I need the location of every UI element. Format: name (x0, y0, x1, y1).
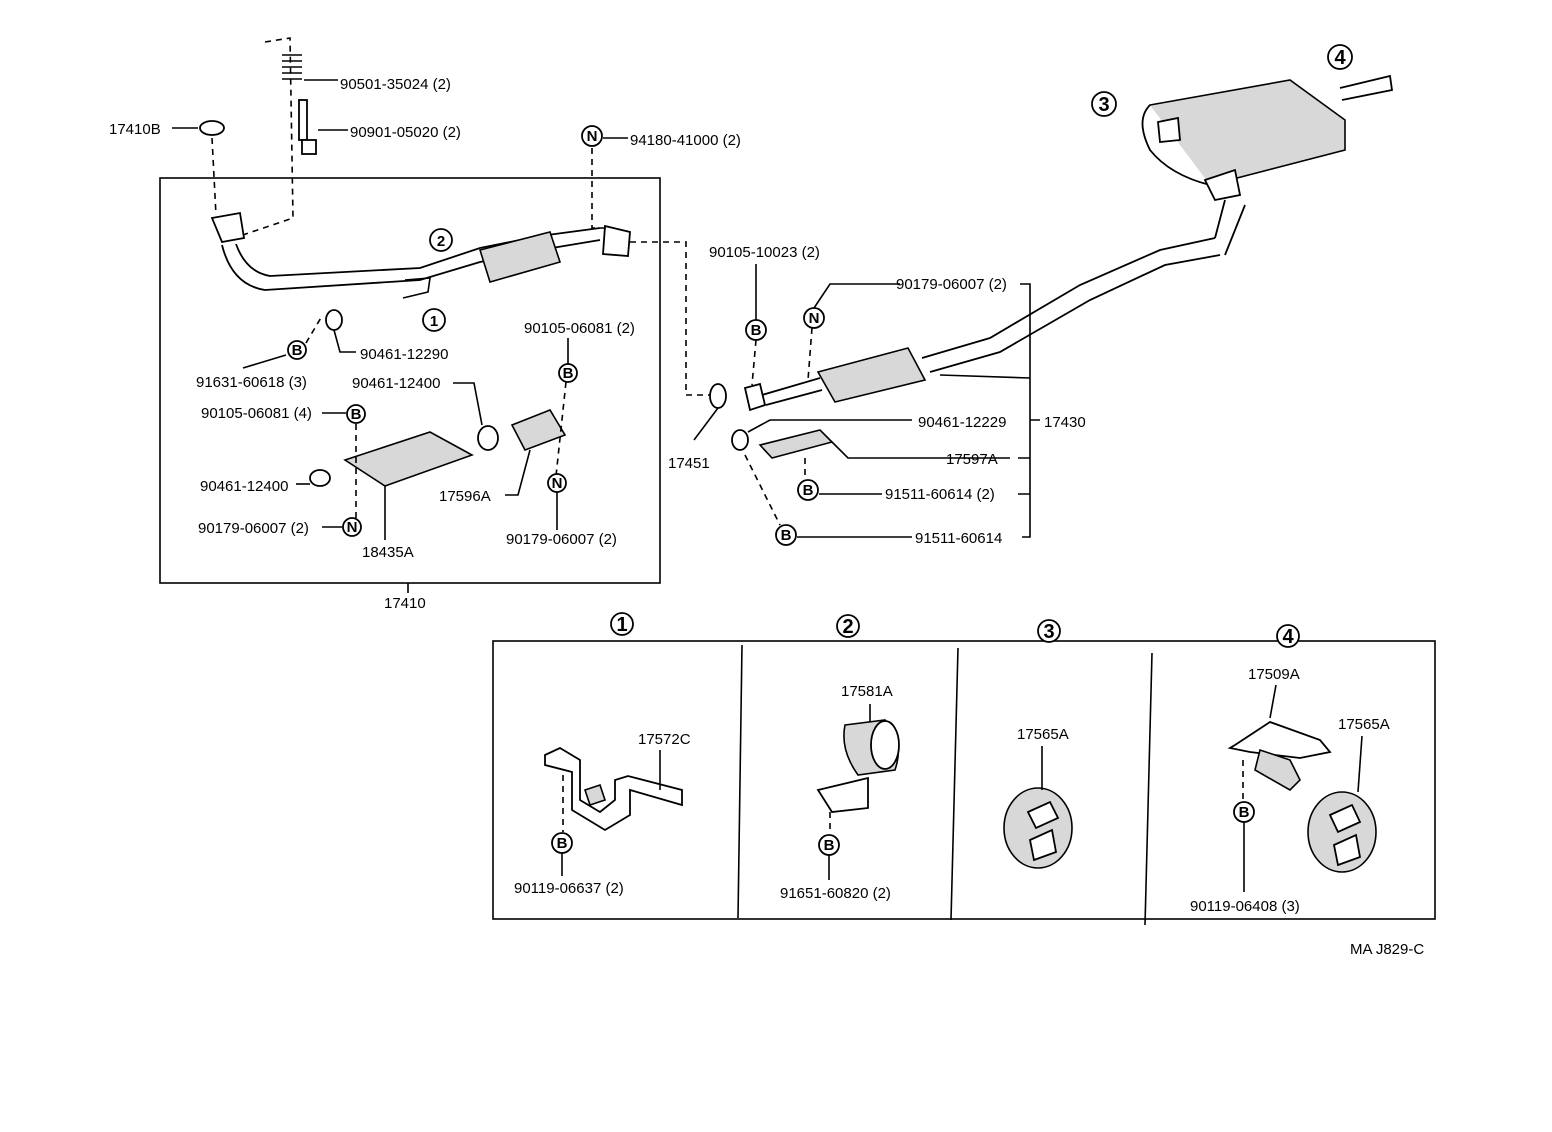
svg-text:3: 3 (1043, 621, 1054, 643)
part-label-90119-06637: 90119-06637 (2) (514, 880, 624, 897)
svg-text:B: B (292, 342, 303, 359)
svg-text:B: B (557, 835, 568, 852)
part-label-17565A-b: 17565A (1338, 716, 1390, 733)
part-label-90461-12400-a: 90461-12400 (352, 375, 440, 392)
part-label-90461-12229: 90461-12229 (918, 414, 1006, 431)
part-label-17597A: 17597A (946, 451, 998, 468)
part-label-90901-05020: 90901-05020 (2) (350, 124, 461, 141)
hanger-panel-frame (492, 640, 1436, 920)
part-label-17451: 17451 (668, 455, 710, 472)
svg-text:B: B (803, 482, 814, 499)
part-label-18435A: 18435A (362, 544, 414, 561)
clamp-icon (325, 309, 343, 331)
tail-pipe-17430-icon (743, 199, 1246, 412)
svg-text:B: B (751, 322, 762, 339)
panel-callout-4-icon (1276, 624, 1300, 648)
part-label-17581A: 17581A (841, 683, 893, 700)
heat-insulator-18435A-icon (343, 431, 474, 487)
callout-4-icon (1327, 44, 1353, 70)
part-label-17410B: 17410B (109, 121, 161, 138)
clamp-icon (731, 429, 749, 451)
b-marker-icon (287, 340, 307, 360)
gasket-icon (199, 120, 225, 136)
spring-icon (282, 54, 302, 80)
svg-text:2: 2 (437, 233, 445, 250)
svg-text:B: B (563, 365, 574, 382)
part-label-91511-60614: 91511-60614 (915, 530, 1002, 547)
panel-callout-2-icon (836, 614, 860, 638)
front-pipe-17410-icon (210, 211, 631, 299)
assembly-17410-frame (159, 177, 661, 584)
svg-text:1: 1 (430, 313, 438, 330)
part-label-90179-06007-b: 90179-06007 (2) (506, 531, 617, 548)
part-label-17430: 17430 (1044, 414, 1086, 431)
hanger-bracket-17509A-icon (1227, 721, 1332, 791)
part-label-94180-41000: 94180-41000 (2) (630, 132, 741, 149)
svg-text:3: 3 (1098, 94, 1109, 116)
svg-text:2: 2 (842, 616, 853, 638)
svg-text:B: B (1239, 804, 1250, 821)
part-label-90105-06081-4: 90105-06081 (4) (201, 405, 312, 422)
part-label-90461-12400-b: 90461-12400 (200, 478, 288, 495)
panel-callout-3-icon (1037, 619, 1061, 643)
part-label-17596A: 17596A (439, 488, 491, 505)
panel-callout-1-icon (610, 612, 634, 636)
b-marker-icon (346, 404, 366, 424)
rubber-hanger-17565A-icon (1307, 791, 1377, 873)
rubber-hanger-17565A-icon (1003, 787, 1073, 869)
part-label-90179-06007-a: 90179-06007 (2) (198, 520, 309, 537)
part-label-17509A: 17509A (1248, 666, 1300, 683)
callout-1-icon (422, 308, 446, 332)
part-label-17565A-a: 17565A (1017, 726, 1069, 743)
svg-text:N: N (809, 310, 820, 327)
part-label-90501-35024: 90501-35024 (2) (340, 76, 451, 93)
part-label-90105-10023: 90105-10023 (2) (709, 244, 820, 261)
svg-text:B: B (351, 406, 362, 423)
part-label-90461-12290: 90461-12290 (360, 346, 448, 363)
b-marker-icon (775, 524, 797, 546)
callout-3-icon (1091, 91, 1117, 117)
part-label-91511-60614-2: 91511-60614 (2) (885, 486, 995, 503)
svg-text:N: N (587, 128, 598, 145)
part-label-91631-60618: 91631-60618 (3) (196, 374, 307, 391)
svg-text:B: B (824, 837, 835, 854)
drawing-code: MA J829-C (1350, 941, 1424, 958)
svg-text:N: N (347, 519, 358, 536)
svg-text:4: 4 (1282, 626, 1294, 648)
exhaust-bracket-17572C-icon (544, 746, 683, 832)
part-label-17572C: 17572C (638, 731, 691, 748)
svg-text:N: N (552, 475, 563, 492)
part-label-90179-06007-c: 90179-06007 (2) (896, 276, 1007, 293)
part-label-17410: 17410 (384, 595, 426, 612)
main-muffler-icon (1141, 74, 1394, 202)
gasket-icon (477, 425, 499, 451)
clamp-icon (309, 469, 331, 487)
part-label-90119-06408: 90119-06408 (3) (1190, 898, 1300, 915)
part-label-91651-60820: 91651-60820 (2) (780, 885, 891, 902)
callout-2-icon (429, 228, 453, 252)
svg-text:4: 4 (1334, 47, 1346, 69)
part-label-90105-06081-2: 90105-06081 (2) (524, 320, 635, 337)
bolt-icon (298, 99, 317, 155)
n-marker-icon (581, 125, 603, 147)
n-marker-icon (342, 517, 362, 537)
pipe-end-17596A-icon (510, 409, 567, 451)
heat-insulator-17597A-icon (758, 429, 834, 459)
b-marker-icon (797, 479, 819, 501)
svg-text:1: 1 (616, 614, 627, 636)
svg-text:B: B (781, 527, 792, 544)
hanger-cushion-17581A-icon (816, 719, 900, 813)
gasket-17451-icon (709, 383, 727, 409)
